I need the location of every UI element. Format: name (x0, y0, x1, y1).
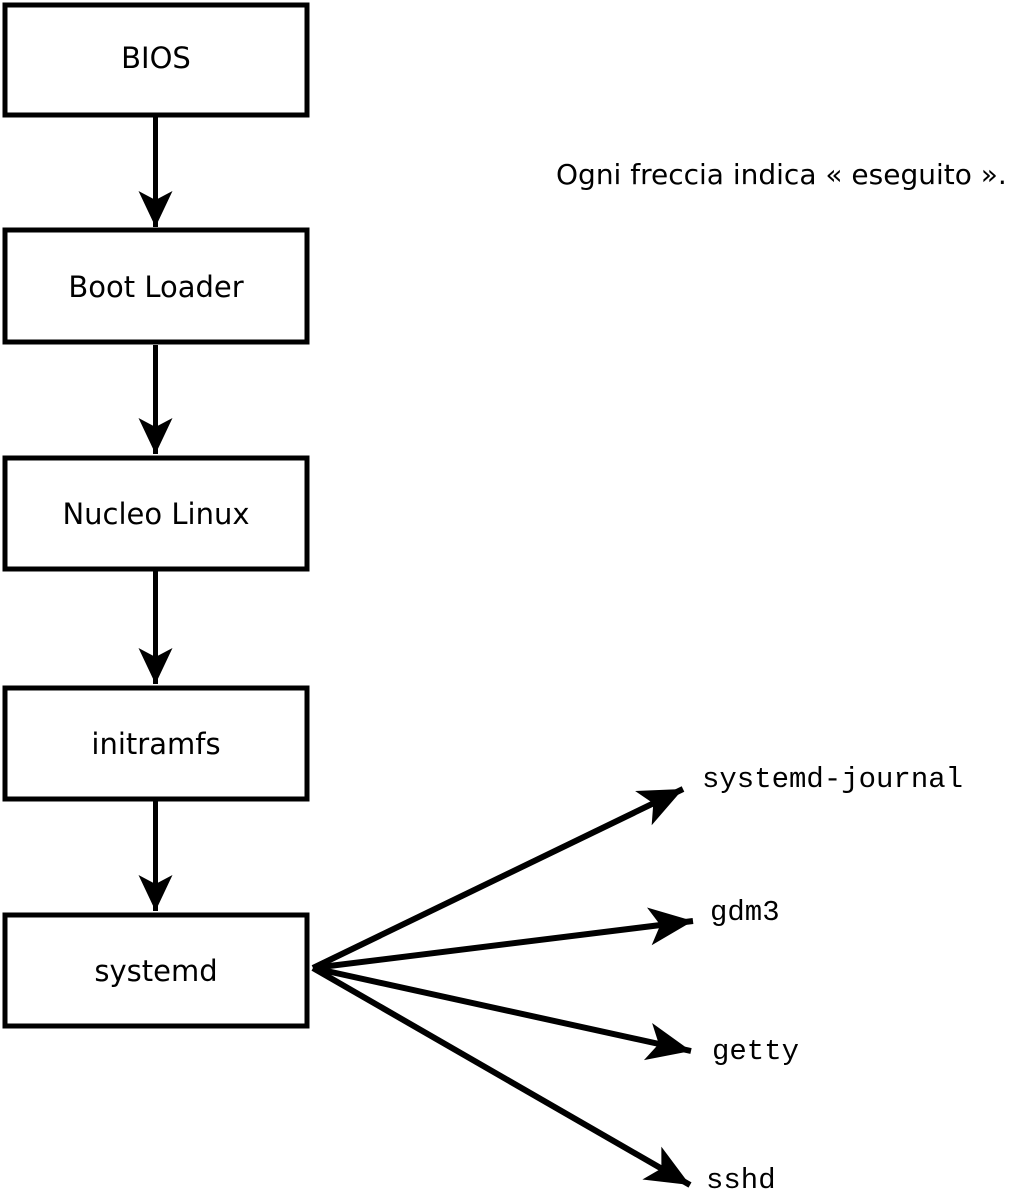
node-nucleo-linux-label: Nucleo Linux (62, 497, 249, 531)
arrow-systemd-to-gdm3 (312, 907, 694, 971)
service-systemd-journal-label: systemd-journal (702, 763, 963, 796)
diagram-caption: Ogni freccia indica « eseguito ». (556, 158, 1007, 191)
node-boot-loader-box (2, 227, 310, 345)
service-sshd-label: sshd (706, 1164, 776, 1193)
arrow-systemd-to-getty (312, 965, 692, 1061)
node-systemd-label: systemd (94, 954, 217, 988)
node-nucleo-linux: Nucleo Linux (2, 455, 310, 572)
arrow-systemd-to-sshd (311, 965, 692, 1188)
node-nucleo-linux-box (2, 455, 310, 572)
node-bios: BIOS (2, 2, 310, 118)
node-systemd-box (2, 912, 310, 1029)
node-bios-box (2, 2, 310, 118)
node-initramfs-box (2, 685, 310, 802)
node-boot-loader: Boot Loader (2, 227, 310, 345)
node-bios-label: BIOS (121, 41, 191, 75)
node-initramfs: initramfs (2, 685, 310, 802)
node-systemd: systemd (2, 912, 310, 1029)
node-initramfs-label: initramfs (91, 727, 220, 761)
node-boot-loader-label: Boot Loader (68, 270, 243, 304)
service-getty-label: getty (712, 1035, 799, 1068)
service-gdm3-label: gdm3 (710, 896, 780, 929)
arrow-systemd-to-systemd-journal (311, 786, 685, 971)
